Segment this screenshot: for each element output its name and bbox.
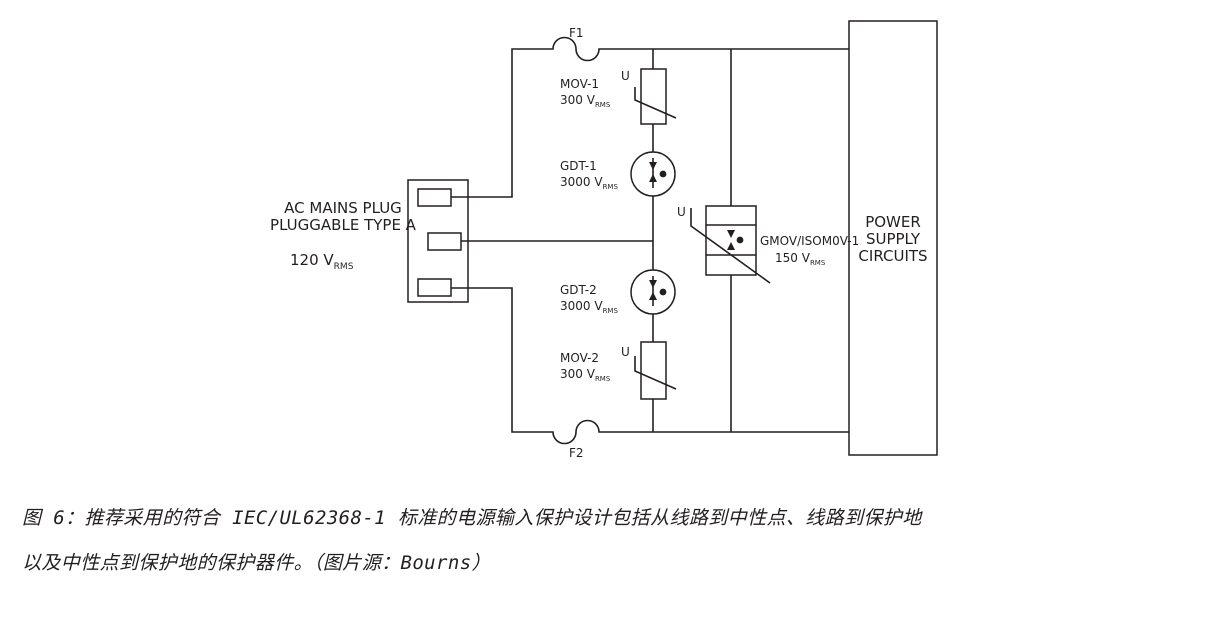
mov1-name-label: MOV-1 xyxy=(560,77,599,91)
psc-label-line3: CIRCUITS xyxy=(858,247,927,265)
protection-branch-left xyxy=(630,49,677,432)
mov1-symbol xyxy=(634,68,677,125)
psc-label-line2: SUPPLY xyxy=(866,230,921,248)
plug-pin-ground xyxy=(427,232,462,251)
fuse-f2-label: F2 xyxy=(569,446,584,460)
circuit-diagram: F1 F2 MOV-1 300 VRMS U GDT-1 3000 VRMS G… xyxy=(270,20,938,460)
mov1-u-label: U xyxy=(621,69,630,83)
gmov-u-label: U xyxy=(677,205,686,219)
gdt1-voltage-label: 3000 VRMS xyxy=(560,175,618,191)
gdt2-voltage-label: 3000 VRMS xyxy=(560,299,618,315)
figure-caption: 图 6：推荐采用的符合 IEC/UL62368-1 标准的电源输入保护设计包括从… xyxy=(22,496,1192,586)
gdt1-name-label: GDT-1 xyxy=(560,159,597,173)
plug-label-line2: PLUGGABLE TYPE A xyxy=(270,216,417,234)
neutral-conductor-bottom xyxy=(451,287,849,445)
mov2-voltage-label: 300 VRMS xyxy=(560,367,611,383)
circuit-diagram-svg: F1 F2 MOV-1 300 VRMS U GDT-1 3000 VRMS G… xyxy=(270,20,938,460)
mov1-voltage-label: 300 VRMS xyxy=(560,93,611,109)
psc-label-line1: POWER xyxy=(865,213,921,231)
gmov-branch xyxy=(690,49,771,432)
plug-label-line1: AC MAINS PLUG xyxy=(284,199,402,217)
gdt1-symbol xyxy=(630,151,676,197)
gmov-voltage-label: 150 VRMS xyxy=(775,251,826,267)
line-conductor-top xyxy=(451,36,849,198)
mov2-symbol xyxy=(634,341,677,400)
plug-voltage-label: 120 VRMS xyxy=(290,251,354,272)
caption-line-1: 图 6：推荐采用的符合 IEC/UL62368-1 标准的电源输入保护设计包括从… xyxy=(22,507,922,529)
plug-pin-neutral xyxy=(417,278,452,297)
power-supply-block xyxy=(848,20,938,456)
gdt2-name-label: GDT-2 xyxy=(560,283,597,297)
fuse-f1-label: F1 xyxy=(569,26,584,40)
plug-pin-line xyxy=(417,188,452,207)
mov2-u-label: U xyxy=(621,345,630,359)
ac-mains-plug xyxy=(407,179,469,303)
gdt2-symbol xyxy=(630,269,676,315)
gmov-name-label: GMOV/ISOM0V-1 xyxy=(760,234,859,248)
caption-line-2: 以及中性点到保护地的保护器件。（图片源：Bourns） xyxy=(22,552,491,574)
mov2-name-label: MOV-2 xyxy=(560,351,599,365)
